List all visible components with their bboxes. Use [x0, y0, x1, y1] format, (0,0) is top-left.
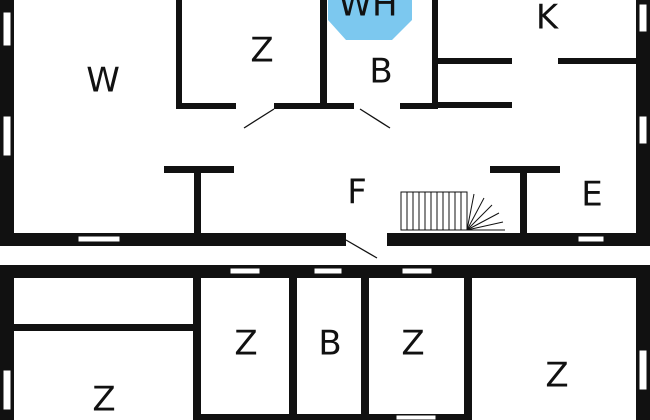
wall-lower-div-2: [289, 278, 297, 420]
wall-lower-left-divider: [14, 324, 194, 331]
room-label-living-room: W: [86, 61, 120, 101]
window-upper-right-2: [638, 115, 648, 145]
room-label-bedroom-bottom-left: Z: [92, 380, 115, 420]
room-label-entrance: E: [581, 175, 602, 215]
wall-lower-div-1: [193, 278, 201, 420]
wall-bedroom-top-left: [176, 0, 182, 108]
staircase: [400, 191, 505, 231]
door-bedroom-top: [243, 108, 275, 129]
wall-bedroom-bath-divider: [320, 0, 327, 108]
wall-lower-div-4: [464, 278, 472, 420]
room-label-washroom: WH: [338, 0, 397, 25]
wall-kitchen-counter-2: [558, 58, 638, 64]
room-label-bedroom-bottom-right: Z: [545, 356, 568, 396]
window-lower-top-1: [229, 267, 261, 275]
room-label-bathroom-top: B: [369, 52, 392, 92]
wall-lower-bottom: [193, 414, 472, 420]
wall-lower-right: [636, 265, 650, 420]
room-label-bedroom-top: Z: [250, 31, 273, 71]
wall-upper-bottom-left: [0, 233, 346, 246]
lower-floor-walls: [0, 265, 650, 420]
room-label-bedroom-bottom-1: Z: [234, 324, 257, 364]
wall-bathroom-top-right: [432, 0, 438, 108]
wall-bedroom-top-bottom-a: [176, 103, 236, 109]
room-label-bedroom-bottom-2: Z: [401, 324, 424, 364]
room-label-kitchen: K: [536, 0, 560, 38]
window-upper-left-2: [2, 115, 12, 157]
upper-door-swings: [243, 108, 391, 259]
window-lower-left: [2, 369, 12, 411]
window-upper-bottom-2: [577, 235, 605, 243]
wall-t-right-stem: [520, 166, 527, 236]
window-lower-top-3: [401, 267, 433, 275]
door-main-entry: [345, 239, 378, 259]
door-bathroom-top: [359, 108, 391, 129]
stair-outline: [400, 191, 468, 231]
window-upper-bottom-1: [77, 235, 121, 243]
washroom-highlight: [328, 0, 412, 40]
room-labels: W Z WH B K F E Z B Z Z Z: [86, 0, 603, 420]
wall-bathroom-top-bottom: [400, 103, 438, 109]
wall-bedroom-top-bottom-b: [274, 103, 354, 109]
window-lower-right: [638, 349, 648, 391]
wall-upper-bottom-right: [387, 233, 650, 246]
room-label-hallway: F: [347, 173, 367, 213]
window-upper-right-1: [638, 3, 648, 33]
upper-floor-walls: [0, 0, 650, 246]
wall-kitchen-counter-1: [438, 58, 512, 64]
room-label-bathroom-bottom: B: [318, 324, 341, 364]
wall-lower-div-3: [361, 278, 369, 420]
window-upper-left-1: [2, 11, 12, 47]
wall-kitchen-counter-3: [438, 102, 512, 108]
wall-t-left-stem: [194, 166, 201, 236]
window-lower-bottom: [395, 414, 437, 420]
window-lower-top-2: [313, 267, 343, 275]
